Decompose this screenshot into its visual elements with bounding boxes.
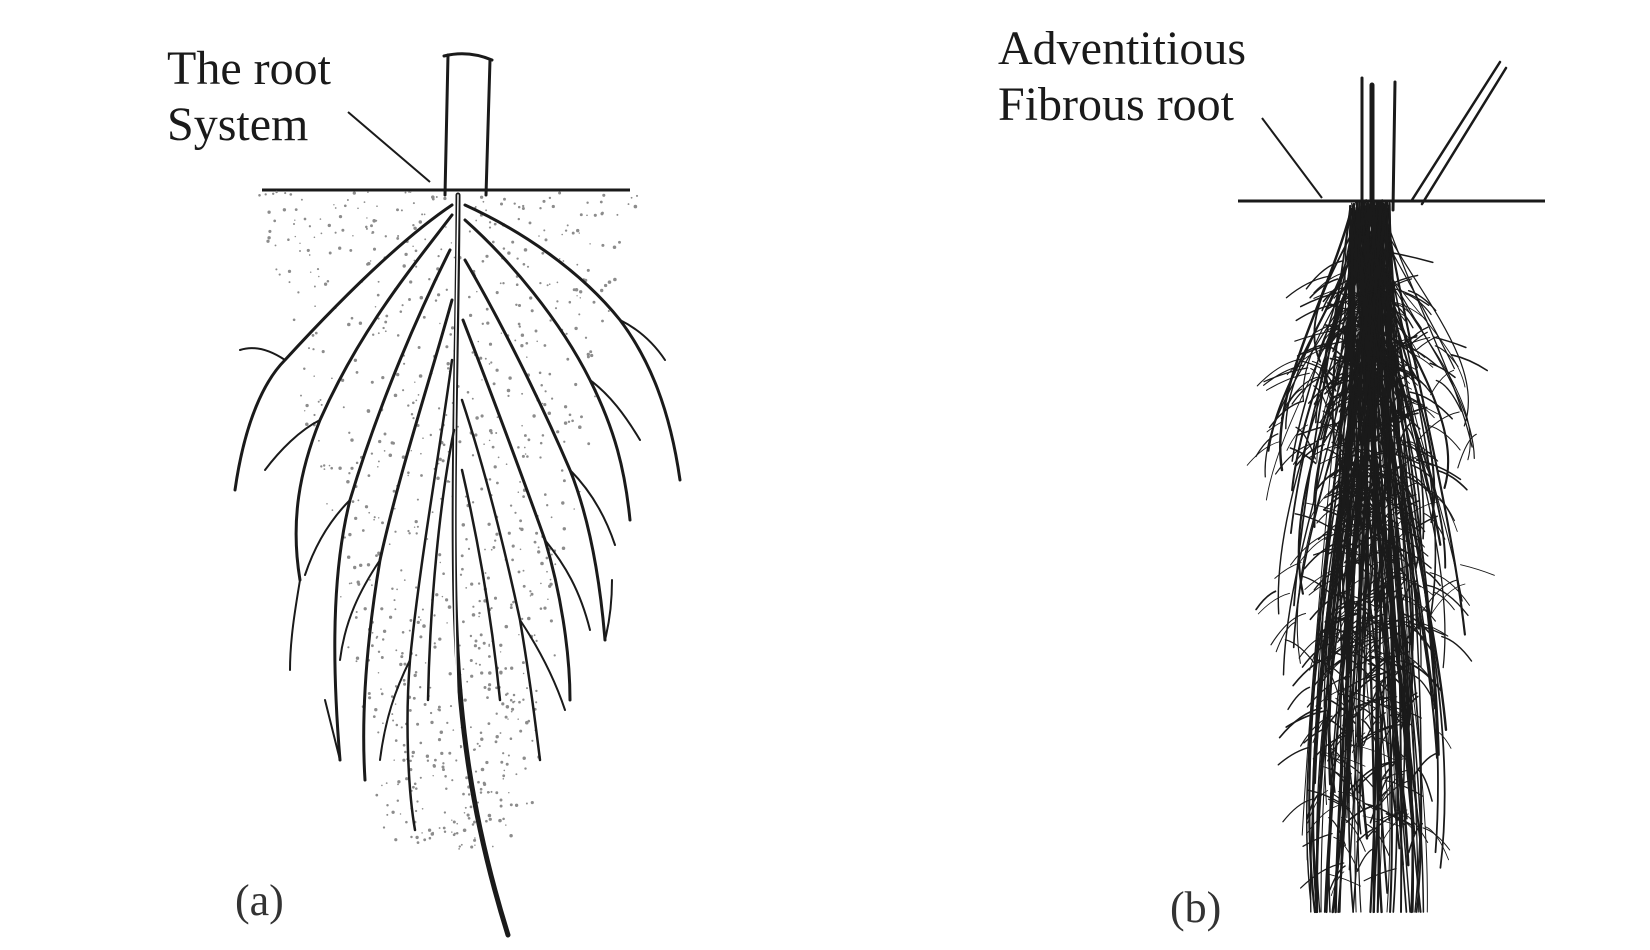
panel-a: The root System (a): [167, 42, 682, 938]
panel-b-caption: (b): [1170, 883, 1221, 932]
panel-a-caption: (a): [235, 876, 284, 925]
callout-label-b-line2: Fibrous root: [998, 78, 1235, 131]
callout-label-b-line1: Adventitious: [998, 22, 1246, 75]
panel-b-stem: [1360, 60, 1508, 213]
panel-a-soil: [258, 188, 639, 850]
panel-b: Adventitious Fibrous root (b): [998, 22, 1545, 932]
tap-root-system: [233, 192, 682, 938]
callout-leader-b: [1261, 117, 1323, 199]
panel-a-stem: [442, 52, 494, 197]
soil-texture-a: [258, 190, 639, 850]
callout-label-a-line2: System: [167, 98, 308, 151]
fibrous-root-mass: [1246, 199, 1495, 914]
callout-label-a-line1: The root: [167, 42, 332, 95]
callout-leader-a: [347, 111, 431, 183]
